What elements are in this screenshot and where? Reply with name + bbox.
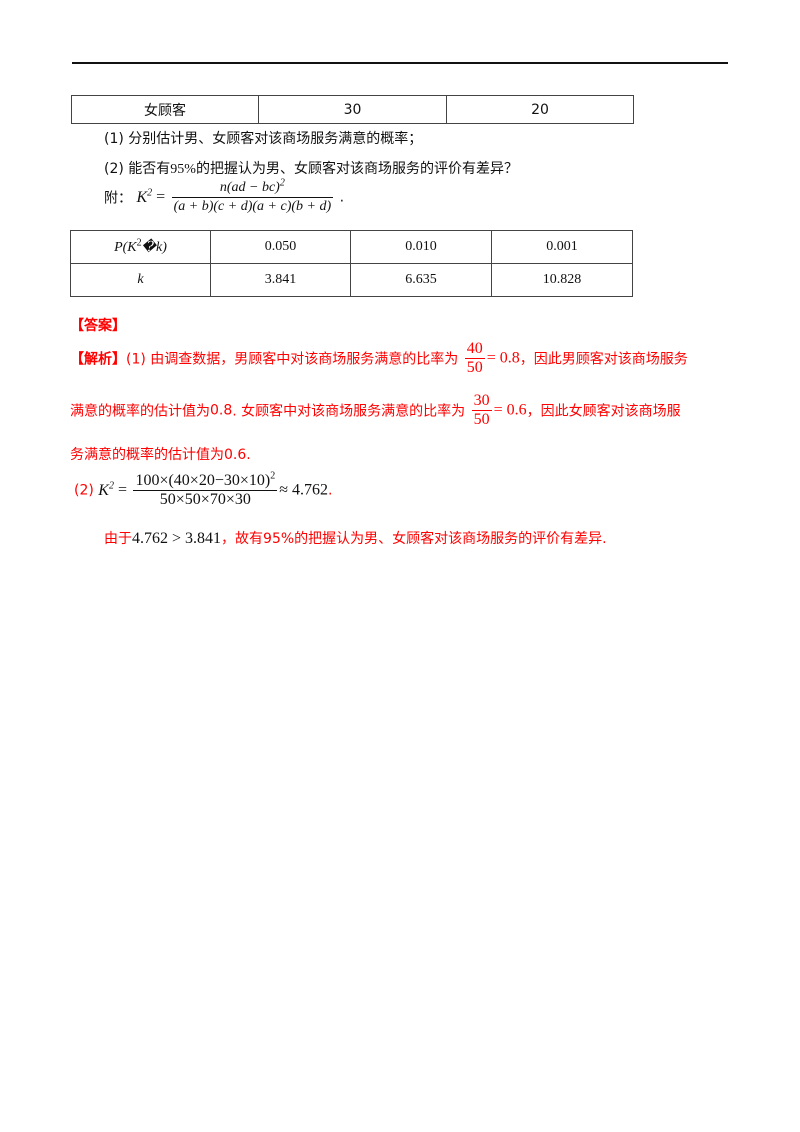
table-cell: 0.010 [350,230,492,264]
estimate-value: 0.8 [210,402,233,419]
inequality: 4.762 > 3.841 [132,530,222,547]
table-cell: 6.635 [350,263,492,297]
analysis-line-5: 由于4.762 > 3.841，故有95%的把握认为男、女顾客对该商场服务的评价… [104,528,607,548]
question-1: (1) 分别估计男、女顾客对该商场服务满意的概率； [104,128,422,148]
analysis-line-4: (2) K2 = 100×(40×20−30×10)2 50×50×70×30 … [74,470,333,509]
k-squared-symbol: K2 [136,187,153,206]
table-cell: 30 [258,95,447,124]
estimate-value: 0.6 [224,447,247,463]
analysis-text: . 女顾客中对该商场服务满意的比率为 [232,403,466,420]
analysis-text: ，故有 [221,531,264,547]
k-squared-computation: 100×(40×20−30×10)2 50×50×70×30 [133,470,278,509]
critical-values-table: P(K2�k) 0.050 0.010 0.001 k 3.841 6.635 … [70,230,633,297]
analysis-text: . [246,447,251,463]
question-2-suffix: 的把握认为男、女顾客对该商场服务的评价有差异？ [195,161,518,177]
fraction-numerator: 100×(40×20−30×10)2 [133,470,278,491]
table-row: k 3.841 6.635 10.828 [70,263,633,297]
appendix-formula: 附： K2 = n(ad − bc)2 (a + b)(c + d)(a + c… [104,178,345,216]
fraction-denominator: (a + b)(c + d)(a + c)(b + d) [173,199,332,214]
equals-value: = 0.6 [493,401,527,419]
k-squared-fraction: n(ad − bc)2 (a + b)(c + d)(a + c)(b + d) [171,178,334,216]
table-cell: 0.050 [210,230,351,264]
k-squared-result: ≈ 4.762 [279,481,328,499]
appendix-label: 附： [104,190,132,207]
equals-sign: = [113,481,127,499]
equals-value: = 0.8 [486,349,520,367]
k-squared-symbol: K2 [98,480,114,499]
analysis-text: ，因此男顾客对该商场服务 [519,351,688,368]
analysis-title: 【解析】 [70,351,126,368]
table-cell: 10.828 [491,263,633,297]
survey-table: 女顾客 30 20 [71,95,634,124]
analysis-line-3: 务满意的概率的估计值为0.6. [70,444,251,464]
header-rule [72,62,728,64]
analysis-text: ，因此女顾客对该商场服 [526,403,681,420]
confidence-percent: 95% [263,531,295,547]
table-cell: 0.001 [491,230,633,264]
analysis-text: 由于 [104,531,132,547]
question-2-prefix: (2) 能否有 [104,161,171,177]
table-cell: 20 [446,95,634,124]
table-cell: 女顾客 [71,95,259,124]
table-row: P(K2�k) 0.050 0.010 0.001 [70,230,633,264]
question-2: (2) 能否有95%的把握认为男、女顾客对该商场服务的评价有差异？ [104,158,518,178]
question-1-text: (1) 分别估计男、女顾客对该商场服务满意的概率； [104,131,423,147]
fraction-denominator: 50×50×70×30 [159,491,251,508]
question-2-percent: 95% [170,162,196,177]
table-row-label: k [70,263,211,297]
formula-period: . [339,189,345,206]
table-row-label: P(K2�k) [70,230,211,264]
part-label: (2) [74,482,94,499]
table-row: 女顾客 30 20 [71,95,634,124]
analysis-text: 满意的概率的估计值为 [70,403,210,420]
analysis-text: (1) 由调查数据，男顾客中对该商场服务满意的比率为 [126,351,459,368]
formula-period: . [327,482,333,499]
equals-sign: = [152,188,166,206]
analysis-text: 务满意的概率的估计值为 [70,447,224,463]
table-cell: 3.841 [210,263,351,297]
answer-title: 【答案】 [70,318,126,334]
fraction-numerator: n(ad − bc)2 [171,178,334,198]
analysis-text: 的把握认为男、女顾客对该商场服务的评价有差异. [294,531,607,547]
